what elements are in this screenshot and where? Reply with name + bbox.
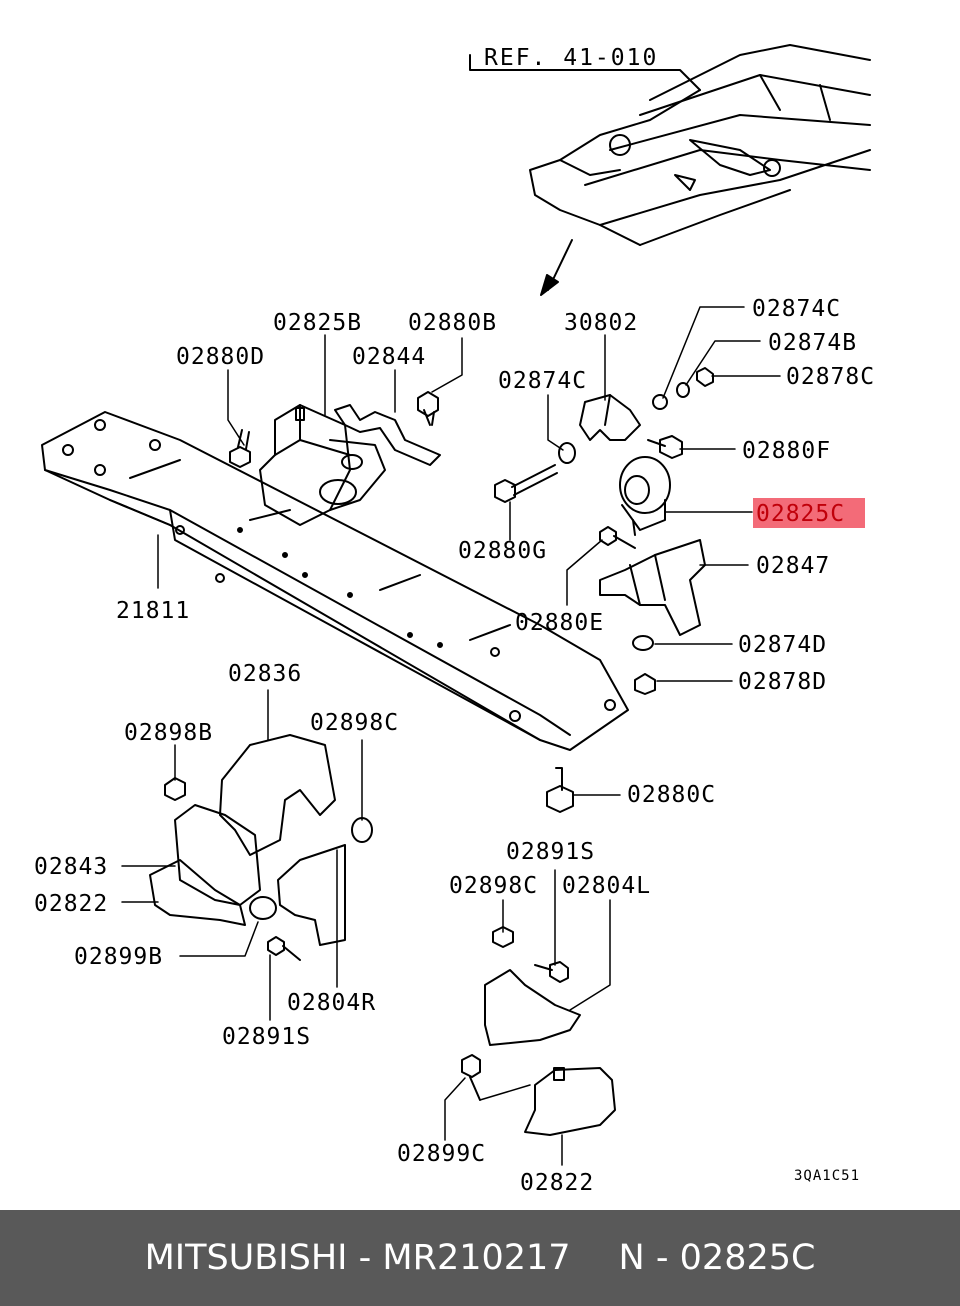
label-02880F: 02880F: [742, 438, 831, 464]
label-02874D: 02874D: [738, 632, 827, 658]
heat-shield-02836: [219, 734, 336, 856]
label-02880E: 02880E: [515, 610, 604, 636]
label-02874C-left: 02874C: [498, 368, 587, 394]
label-02836: 02836: [228, 661, 302, 687]
leader-lines: [121, 306, 781, 1166]
label-02891S-left: 02891S: [222, 1024, 311, 1050]
bolt-02880G: [494, 464, 558, 503]
footer-brand: MITSUBISHI: [144, 1238, 348, 1278]
label-02847: 02847: [756, 553, 830, 579]
crossmember-21811: [41, 411, 629, 751]
label-02898C-left: 02898C: [310, 710, 399, 736]
footer-ref-code: 02825C: [679, 1238, 816, 1278]
label-02843: 02843: [34, 854, 108, 880]
nut-02898B: [164, 777, 186, 801]
washer-02874C-lower: [558, 442, 576, 464]
bracket-02804R: [277, 844, 346, 946]
label-02899C: 02899C: [397, 1141, 486, 1167]
footer-bar: MITSUBISHI - MR210217 N - 02825C: [0, 1210, 960, 1306]
frame-reference-sketch: [469, 44, 871, 246]
label-02822-left: 02822: [34, 891, 108, 917]
footer-separator: -: [358, 1238, 372, 1278]
nut-02898C-left: [351, 817, 373, 843]
bracket-30802: [579, 394, 641, 441]
label-02880G: 02880G: [458, 538, 547, 564]
washer-02874D: [632, 635, 654, 651]
bolt-02880D: [229, 429, 251, 468]
label-02899B: 02899B: [74, 944, 163, 970]
bracket-02804L: [484, 969, 581, 1046]
label-02825B: 02825B: [273, 310, 362, 336]
nut-02878C: [696, 367, 714, 387]
label-02898B: 02898B: [124, 720, 213, 746]
label-02844: 02844: [352, 344, 426, 370]
bolt-02891S-right: [534, 961, 569, 983]
label-02880D: 02880D: [176, 344, 265, 370]
exploded-parts-diagram: REF. 41-010 02874C 02874B 02878C 30802 0…: [34, 44, 875, 1196]
label-02880C: 02880C: [627, 782, 716, 808]
footer-ref-separator: -: [655, 1238, 669, 1278]
label-02878C: 02878C: [786, 364, 875, 390]
mount-02825C: [619, 456, 671, 536]
washer-02874C-upper: [652, 394, 668, 410]
label-02874B: 02874B: [768, 330, 857, 356]
washer-02874B: [676, 382, 690, 398]
label-02822-bottom: 02822: [520, 1170, 594, 1196]
drawing-code: 3QA1C51: [794, 1168, 860, 1184]
bolt-02880C: [546, 767, 574, 813]
bolt-02899C: [461, 1054, 481, 1101]
footer-part-number: MR210217: [382, 1238, 571, 1278]
part-labels: REF. 41-010 02874C 02874B 02878C 30802 0…: [34, 45, 875, 1196]
bolt-02880E: [599, 526, 636, 549]
label-02878D: 02878D: [738, 669, 827, 695]
engine-mount-02825B: [259, 404, 386, 526]
label-30802: 30802: [564, 310, 638, 336]
insulator-02822-left: [149, 859, 246, 926]
bolt-02880F: [647, 435, 683, 459]
insulator-02822-bottom: [524, 1067, 616, 1136]
bracket-02847: [599, 539, 706, 636]
bolt-02891S-left: [267, 936, 301, 961]
highlight-box: [753, 498, 865, 528]
bolt-02899B: [249, 896, 277, 920]
label-02898C-right: 02898C: [449, 873, 538, 899]
label-02804R: 02804R: [287, 990, 376, 1016]
bracket-02844: [334, 404, 441, 466]
direction-arrow: [540, 239, 573, 296]
label-21811: 21811: [116, 598, 190, 624]
reference-label: REF. 41-010: [484, 45, 658, 71]
label-02880B: 02880B: [408, 310, 497, 336]
footer-ref-prefix: N: [618, 1238, 645, 1278]
label-02825C-highlighted: 02825C: [756, 501, 845, 527]
nut-02878D: [634, 673, 656, 695]
bolt-02880B: [417, 391, 439, 426]
label-02891S-right: 02891S: [506, 839, 595, 865]
label-02804L: 02804L: [562, 873, 651, 899]
label-02874C-top: 02874C: [752, 296, 841, 322]
mount-02843: [174, 804, 261, 906]
